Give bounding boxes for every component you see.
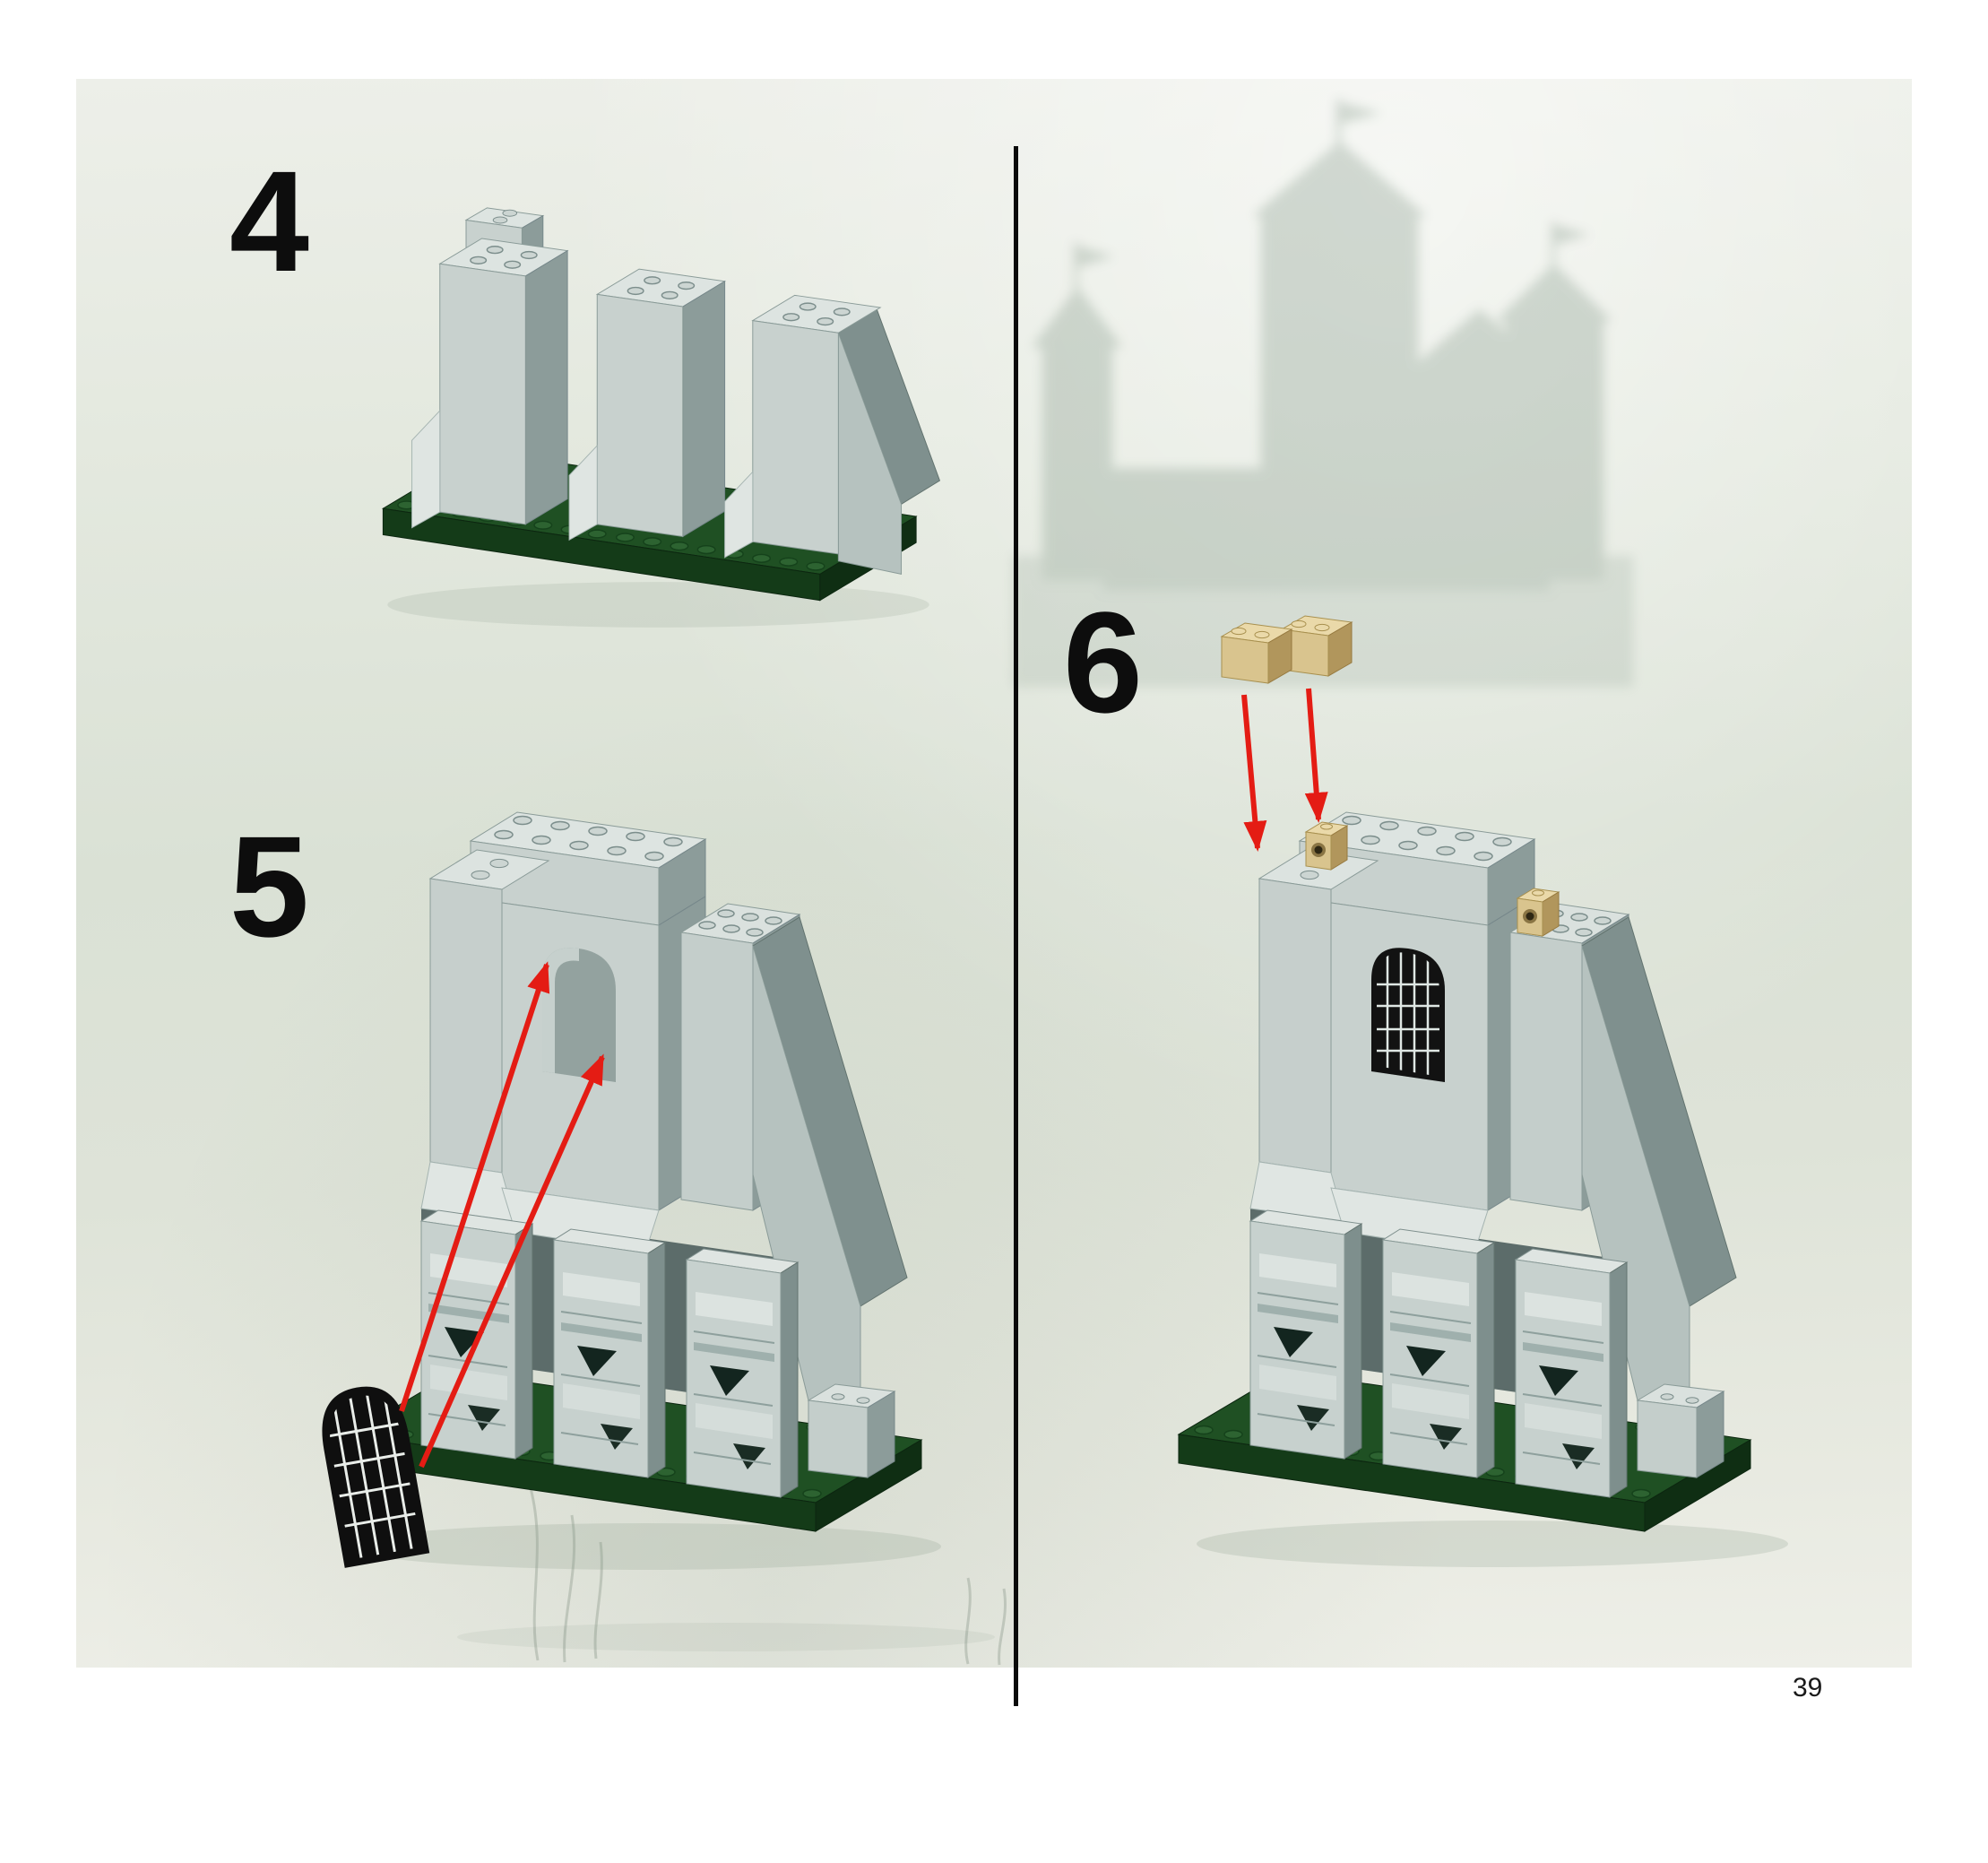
red-arrow <box>399 961 550 1412</box>
ground-shadow <box>1197 1521 1788 1567</box>
floating-tan-bricks <box>1220 615 1353 684</box>
ground-shadow <box>387 582 929 628</box>
tan-technic-brick-right <box>1516 888 1560 937</box>
step-4-illustration <box>381 207 941 628</box>
reeds-decoration <box>457 1487 1007 1666</box>
castle-watermark-icon <box>1012 99 1634 688</box>
lattice-window-installed <box>1371 948 1445 1082</box>
step-4-number: 4 <box>229 141 309 301</box>
page-number: 39 <box>1793 1673 1823 1703</box>
castle-wall-assembly <box>350 812 921 1531</box>
wall-brick-1 <box>411 238 569 529</box>
lattice-window-piece-icon <box>322 1386 430 1568</box>
placement-arrows <box>399 961 605 1469</box>
column-divider-line <box>1014 146 1018 1706</box>
red-arrow <box>1241 694 1267 852</box>
step-5-number: 5 <box>229 806 309 966</box>
placement-arrows <box>1241 688 1328 852</box>
tan-technic-brick-left <box>1304 821 1349 871</box>
step-6-number: 6 <box>1063 582 1143 742</box>
step-6-illustration <box>1116 615 1788 1567</box>
castle-wall-assembly <box>1179 812 1750 1531</box>
wall-brick-3-with-slope <box>724 294 941 575</box>
wall-brick-2 <box>568 268 727 542</box>
red-arrow <box>1304 688 1328 823</box>
red-arrow <box>419 1053 605 1469</box>
step-5-illustration <box>322 789 941 1570</box>
ground-shadow <box>350 1523 941 1570</box>
